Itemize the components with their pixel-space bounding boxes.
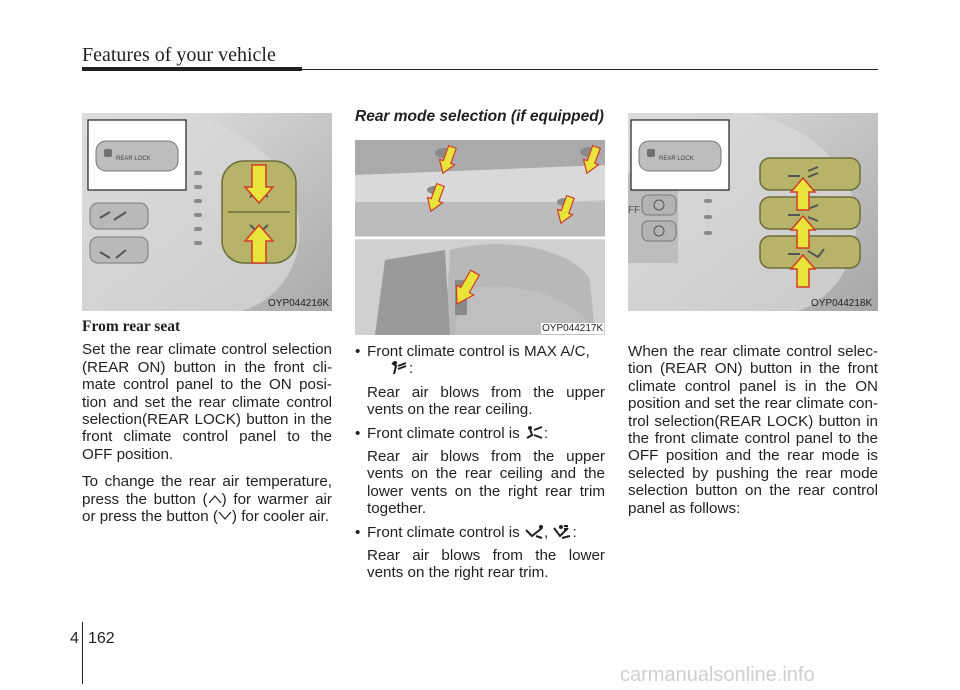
list-item: Front climate control is : Rear air blow… <box>355 425 605 518</box>
middle-column: Front climate control is MAX A/C, : Rear… <box>355 343 605 588</box>
inset-label: REAR LOCK <box>116 156 151 162</box>
rear-mode-list: Front climate control is MAX A/C, : Rear… <box>355 343 605 582</box>
watermark: carmanualsonline.info <box>620 664 815 686</box>
figure-caption: OYP044216K <box>268 298 330 309</box>
paragraph-temperature: To change the rear air temperature, pres… <box>82 473 332 526</box>
figure-rear-vents <box>355 140 605 335</box>
inset-rear-lock: REAR LOCK <box>87 119 187 191</box>
chevron-up-icon <box>208 494 222 504</box>
section-heading: Rear mode selection (if equipped) <box>355 108 604 125</box>
inset-label: REAR LOCK <box>659 156 694 162</box>
figure-caption: OYP044217K <box>541 323 605 334</box>
arrow-up-icon <box>789 214 817 249</box>
figure-rear-mode-buttons: FF REAR LOCK <box>628 113 878 311</box>
header-bar <box>82 67 302 71</box>
arrow-up-icon <box>789 253 817 288</box>
vent-floor-defrost-icon <box>553 524 571 539</box>
footer-rule <box>82 622 83 684</box>
list-item: Front climate control is MAX A/C, : Rear… <box>355 343 605 419</box>
right-column: When the rear climate control selec-tion… <box>628 343 878 525</box>
rear-mode-button-floor <box>759 235 861 269</box>
page-header-title: Features of your vehicle <box>82 44 276 66</box>
arrow-down-icon <box>243 223 275 264</box>
list-item: Front climate control is , : Rear air bl… <box>355 524 605 582</box>
figure-caption: OYP044218K <box>811 298 873 309</box>
rear-mode-button-face <box>759 157 861 191</box>
vent-arrow-4 <box>556 194 576 225</box>
paragraph: Set the rear climate control selection (… <box>82 341 332 463</box>
indicator-dots <box>194 171 202 245</box>
vent-bilevel-icon <box>526 425 543 439</box>
subheading: From rear seat <box>82 318 181 335</box>
vent-face-icon <box>391 361 407 375</box>
arrow-up-icon <box>789 176 817 211</box>
vent-floor-icon <box>525 524 543 539</box>
inset-rear-lock: REAR LOCK <box>630 119 730 191</box>
paragraph: When the rear climate control selec-tion… <box>628 343 878 517</box>
chevron-down-icon <box>218 511 232 520</box>
left-column: From rear seat Set the rear climate cont… <box>82 318 332 533</box>
vent-arrow-2 <box>582 144 602 175</box>
off-label: FF <box>628 205 640 216</box>
figure-rear-temp-buttons: REAR LOCK <box>82 113 332 311</box>
rear-mode-panel-illustration: FF REAR LOCK <box>628 113 878 311</box>
page-number: 162 <box>88 630 115 647</box>
rear-panel-illustration: REAR LOCK <box>82 113 332 311</box>
vent-arrow-1 <box>438 144 458 175</box>
chapter-number: 4 <box>70 630 79 647</box>
arrow-up-icon <box>243 164 275 205</box>
vent-arrow-5 <box>455 269 481 305</box>
vent-arrow-3 <box>426 182 446 213</box>
vehicle-interior-illustration <box>355 140 605 335</box>
header-rule <box>302 69 878 70</box>
